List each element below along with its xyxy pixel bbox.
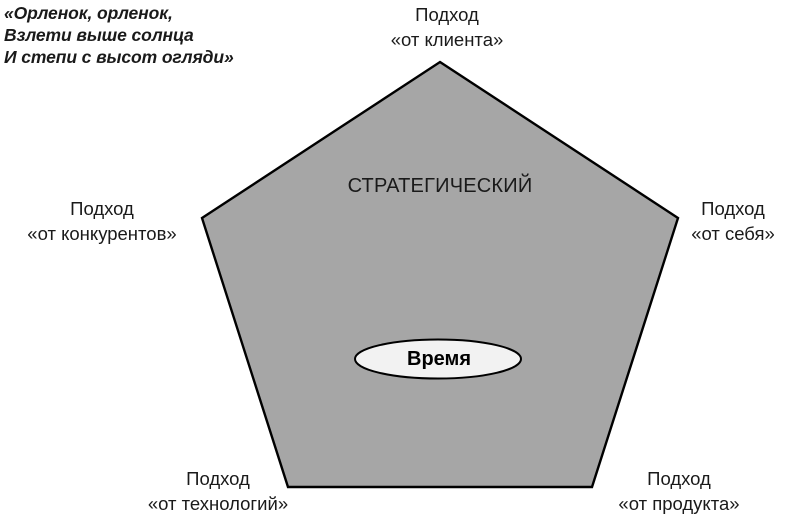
vertex-label-competitors-line2: «от конкурентов»	[27, 223, 177, 244]
vertex-label-technologies-line2: «от технологий»	[147, 493, 289, 514]
epigraph-line-1: «Орленок, орленок,	[4, 3, 173, 23]
vertex-label-competitors-line1: Подход	[70, 198, 134, 219]
time-ellipse-label: Время	[407, 348, 471, 370]
vertex-label-self: Подход «от себя»	[676, 196, 790, 246]
vertex-label-technologies: Подход «от технологий»	[108, 466, 328, 516]
vertex-label-product-line2: «от продукта»	[618, 493, 740, 514]
epigraph-line-3: И степи с высот огляди»	[4, 47, 234, 67]
vertex-label-self-line1: Подход	[701, 198, 765, 219]
vertex-label-client-line2: «от клиента»	[390, 29, 504, 50]
vertex-label-competitors: Подход «от конкурентов»	[2, 196, 202, 246]
time-ellipse-shape	[354, 338, 522, 380]
epigraph-quote: «Орленок, орленок, Взлети выше солнца И …	[4, 2, 294, 68]
vertex-label-technologies-line1: Подход	[186, 468, 250, 489]
pentagon-shape	[200, 60, 680, 489]
vertex-label-product: Подход «от продукта»	[568, 466, 790, 516]
vertex-label-product-line1: Подход	[647, 468, 711, 489]
vertex-label-self-line2: «от себя»	[691, 223, 775, 244]
pentagon-center-title: СТРАТЕГИЧЕСКИЙ	[347, 175, 533, 197]
vertex-label-client: Подход «от клиента»	[372, 2, 522, 52]
vertex-label-client-line1: Подход	[415, 4, 479, 25]
epigraph-line-2: Взлети выше солнца	[4, 25, 194, 45]
